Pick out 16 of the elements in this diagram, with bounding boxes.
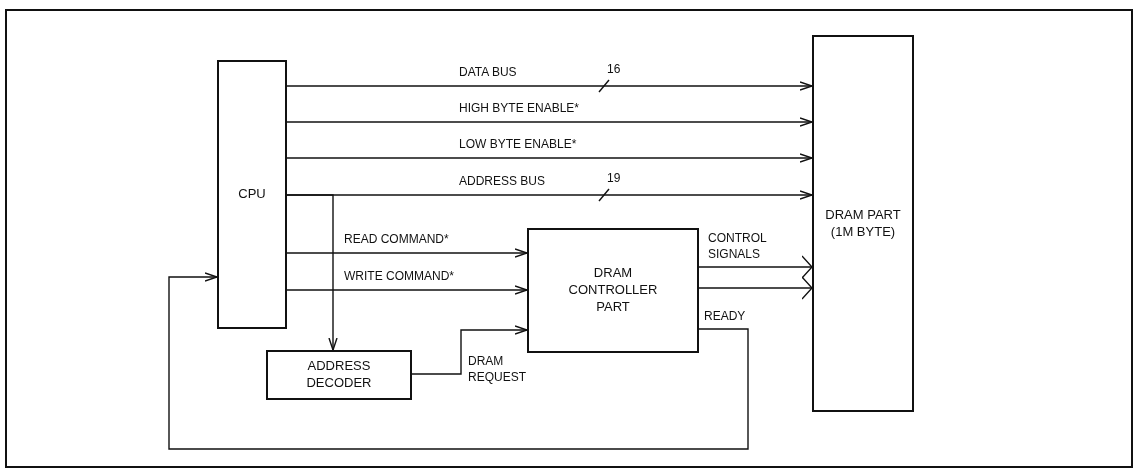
arrow (286, 194, 338, 351)
block-box: ADDRESS DECODER (266, 350, 412, 400)
bus-width-number: 16 (606, 62, 622, 78)
block-box: CPU (217, 60, 287, 329)
arrow (286, 153, 813, 163)
bus-width-number: 19 (606, 171, 622, 187)
arrow (168, 272, 749, 450)
arrow (286, 117, 813, 127)
arrow (698, 276, 813, 300)
block-box: DRAM PART (1M BYTE) (812, 35, 914, 412)
arrow (286, 81, 813, 91)
arrow (411, 325, 528, 375)
arrow (698, 255, 813, 279)
arrow (286, 248, 528, 258)
block-box: DRAM CONTROLLER PART (527, 228, 699, 353)
arrow (286, 285, 528, 295)
